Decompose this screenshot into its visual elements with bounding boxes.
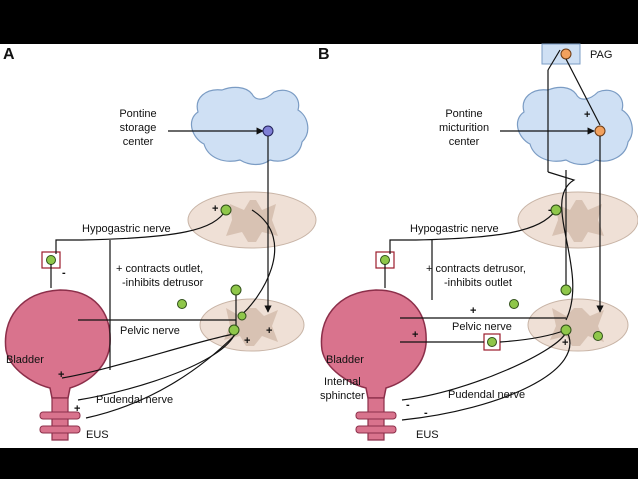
svg-text:+: + — [212, 203, 218, 215]
svg-text:-: - — [424, 407, 428, 419]
eus-sphincter — [39, 411, 81, 420]
pontine-neuron — [262, 125, 274, 137]
sacral-cord-section-b — [527, 298, 629, 352]
svg-text:+: + — [470, 305, 476, 317]
hypogastric-nerve-label: Hypogastric nerve — [82, 223, 171, 235]
svg-text:-: - — [62, 267, 66, 279]
pudendal-nerve-label: Pudendal nerve — [96, 394, 173, 406]
effect-label-a: + contracts outlet, -inhibits detrusor — [116, 263, 204, 289]
svg-text:+: + — [266, 325, 272, 337]
thoracolumbar-cord-section — [187, 191, 317, 249]
svg-text:storage: storage — [120, 122, 157, 134]
svg-text:+: + — [58, 369, 64, 381]
svg-text:Pontine: Pontine — [445, 108, 482, 120]
svg-text:-inhibits detrusor: -inhibits detrusor — [122, 277, 204, 289]
panel-b: B PAG Pontine micturition center + Bladd… — [318, 43, 638, 441]
pontine-micturition-center-label: Pontine micturition center — [439, 108, 489, 148]
svg-text:+: + — [412, 329, 418, 341]
pontine-storage-center-label: Pontine storage center — [119, 108, 156, 148]
thoracolumbar-cord-section-b — [517, 191, 638, 249]
svg-text:sphincter: sphincter — [320, 390, 365, 402]
svg-text:+ contracts detrusor,: + contracts detrusor, — [426, 263, 526, 275]
svg-text:+: + — [74, 403, 80, 415]
bladder-label-b: Bladder — [326, 354, 364, 366]
sacral-cord-section — [199, 298, 305, 352]
svg-text:+ contracts outlet,: + contracts outlet, — [116, 263, 203, 275]
hypogastric-neuron-a — [220, 204, 232, 216]
svg-text:+: + — [584, 109, 590, 121]
pudendal-nerve-label-b: Pudendal nerve — [448, 389, 525, 401]
eus-label: EUS — [86, 429, 109, 441]
pelvic-nerve-label-b: Pelvic nerve — [452, 321, 512, 333]
svg-text:-: - — [548, 204, 552, 216]
svg-text:micturition: micturition — [439, 122, 489, 134]
svg-text:center: center — [449, 136, 480, 148]
svg-text:-inhibits outlet: -inhibits outlet — [444, 277, 512, 289]
pons-shape-b — [516, 86, 633, 166]
bladder-label: Bladder — [6, 354, 44, 366]
svg-text:+: + — [244, 335, 250, 347]
effect-label-b: + contracts detrusor, -inhibits outlet — [426, 263, 526, 289]
panel-a: A Pontine storage center Bladder EUS - — [3, 46, 317, 441]
svg-text:+: + — [562, 337, 568, 349]
svg-text:center: center — [123, 136, 154, 148]
panel-b-letter: B — [318, 46, 330, 63]
pons-shape — [190, 86, 309, 166]
pag-label: PAG — [590, 49, 612, 61]
svg-text:Pontine: Pontine — [119, 108, 156, 120]
svg-text:-: - — [406, 399, 410, 411]
internal-sphincter-label: Internal sphincter — [320, 376, 365, 402]
panel-a-letter: A — [3, 46, 15, 63]
svg-text:Internal: Internal — [324, 376, 361, 388]
hypogastric-nerve-label-b: Hypogastric nerve — [410, 223, 499, 235]
pelvic-nerve-label: Pelvic nerve — [120, 325, 180, 337]
eus-label-b: EUS — [416, 429, 439, 441]
